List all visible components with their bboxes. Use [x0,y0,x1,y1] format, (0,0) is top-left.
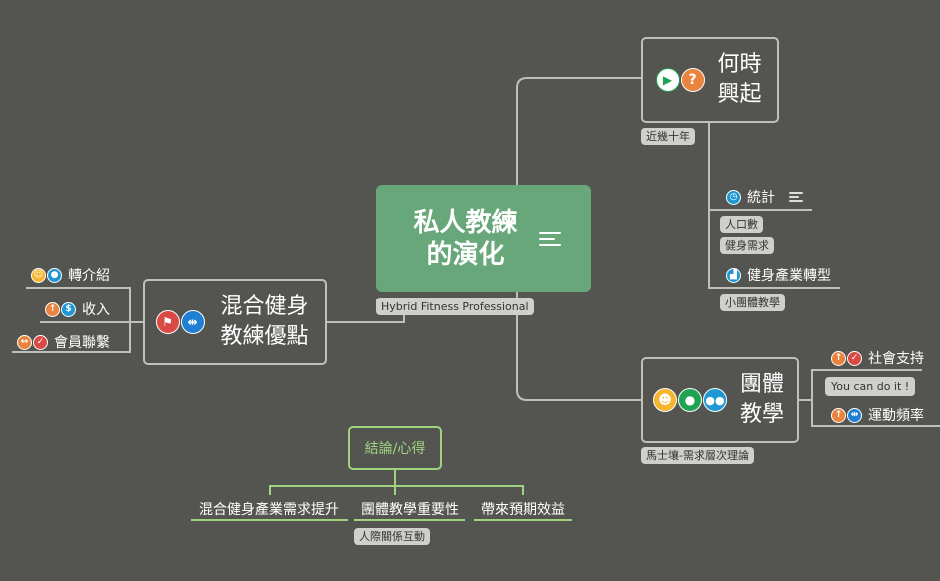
subtopic-referral-text: 轉介紹 [68,268,110,284]
subtopic-statistics-text: 統計 [747,190,775,206]
arrows-icon: ↔ [17,334,32,350]
person-icon: ● [47,267,62,283]
label-fitness-demand: 健身需求 [720,237,774,254]
person-icon: ● [678,388,702,412]
label-you-can-do-it: You can do it ! [825,377,916,396]
topic-group-title: 團體教學 [739,372,784,427]
topic-hybrid-title: 混合健身教練優點 [220,294,309,349]
flag-icon: ⚑ [155,310,180,334]
contact-icons: ↔ ✓ [17,334,48,350]
referral-icons: ☺ ● [31,267,62,283]
topic-group-icons: ☻ ● ●● [653,388,727,412]
frequency-icons: ↑ ⇹ [831,407,862,423]
central-topic[interactable]: 私人教練的演化 [376,185,591,292]
topic-hybrid-icons: ⚑ ⇹ [155,310,205,334]
topic-group[interactable]: ☻ ● ●● 團體教學 [641,357,799,443]
thumbs-up-icon: ✓ [33,334,48,350]
topic-conclusion-title: 結論/心得 [364,441,426,457]
social-icons: ↑ ✓ [831,350,862,366]
label-population: 人口數 [720,216,763,233]
subtopic-income[interactable]: ↑ $ 收入 [45,299,110,319]
topic-hybrid-advantages[interactable]: ⚑ ⇹ 混合健身教練優點 [143,279,327,365]
up-arrow-icon: ↑ [45,301,60,317]
topic-when-icons: ▶ ? [655,68,705,92]
notes-icon[interactable] [538,231,561,247]
topic-conclusion[interactable]: 結論/心得 [348,426,442,470]
central-topic-title: 私人教練的演化 [413,207,518,270]
clock-icon: ◷ [726,189,741,205]
smile-icon: ☺ [31,267,46,283]
label-small-group: 小團體教學 [720,294,785,311]
subtopic-social-support[interactable]: ↑ ✓ 社會支持 [831,348,924,368]
subtopic-member-contact[interactable]: ↔ ✓ 會員聯繫 [17,332,110,352]
laugh-icon: ☻ [653,388,677,412]
up-arrow-icon: ↑ [831,350,846,366]
people-icon: ●● [703,388,727,412]
central-label: Hybrid Fitness Professional [376,298,534,315]
subtopic-social-support-text: 社會支持 [868,351,924,367]
conclusion-item-demand[interactable]: 混合健身產業需求提升 [199,502,339,518]
thumbs-up-icon: ✓ [847,350,862,366]
up-arrow-icon: ↑ [831,407,846,423]
topic-when[interactable]: ▶ ? 何時興起 [641,37,779,123]
subtopic-member-contact-text: 會員聯繫 [54,335,110,351]
dumbbell-icon: ⇹ [180,310,205,334]
label-interpersonal: 人際關係互動 [354,528,430,545]
topic-group-label: 馬士壤-需求層次理論 [641,447,754,464]
conclusion-item-benefit[interactable]: 帶來預期效益 [481,502,565,518]
chart-icon: ▟ [726,267,741,283]
subtopic-industry-transform[interactable]: ▟ 健身產業轉型 [726,265,831,285]
dumbbell-icon: ⇹ [847,407,862,423]
subtopic-exercise-frequency-text: 運動頻率 [868,408,924,424]
conclusion-item-group-importance[interactable]: 團體教學重要性 [361,502,459,518]
subtopic-income-text: 收入 [82,302,110,318]
topic-when-title: 何時興起 [717,52,762,107]
topic-when-label: 近幾十年 [641,128,695,145]
notes-icon[interactable] [789,191,803,203]
subtopic-referral[interactable]: ☺ ● 轉介紹 [31,265,110,285]
subtopic-industry-transform-text: 健身產業轉型 [747,268,831,284]
question-icon: ? [680,68,705,92]
subtopic-statistics[interactable]: ◷ 統計 [726,187,803,207]
subtopic-exercise-frequency[interactable]: ↑ ⇹ 運動頻率 [831,405,924,425]
income-icons: ↑ $ [45,301,76,317]
dollar-icon: $ [61,301,76,317]
play-icon: ▶ [655,68,680,92]
